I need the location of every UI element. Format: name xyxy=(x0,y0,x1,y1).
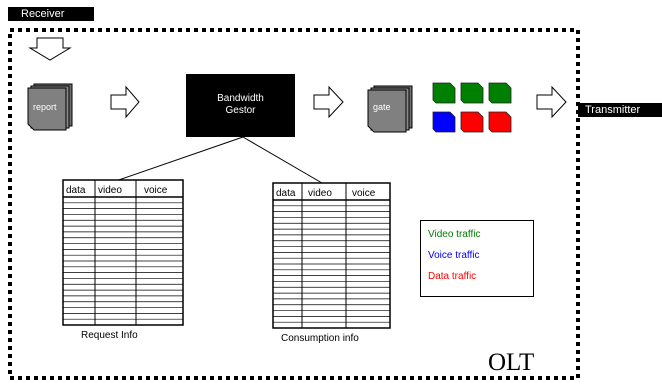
video-packet xyxy=(488,82,512,104)
gestor-title-line2: Gestor xyxy=(225,105,256,116)
column-header: data xyxy=(276,188,296,199)
olt-label: OLT xyxy=(488,349,535,376)
column-header: data xyxy=(66,185,86,196)
column-header: video xyxy=(308,188,332,199)
voice-packet xyxy=(432,111,456,133)
traffic-packets xyxy=(432,82,512,133)
legend-video: Video traffic xyxy=(428,229,481,240)
bandwidth-gestor-box: Bandwidth Gestor xyxy=(186,74,295,137)
video-packet xyxy=(432,82,456,104)
report-label: report xyxy=(33,102,57,112)
data-packet xyxy=(488,111,512,133)
video-packet xyxy=(460,82,484,104)
right-arrow-icon xyxy=(313,85,344,119)
connector-line xyxy=(109,136,244,184)
column-header: voice xyxy=(144,185,168,196)
transmitter-label: Transmitter xyxy=(578,103,662,117)
data-packet xyxy=(460,111,484,133)
gate-icon: gate xyxy=(367,85,413,133)
connector-line xyxy=(242,136,323,184)
report-icon: report xyxy=(27,83,73,131)
gate-label: gate xyxy=(373,102,391,112)
request-info-caption: Request Info xyxy=(81,330,138,341)
receiver-label: Receiver xyxy=(8,7,94,21)
traffic-legend: Video traffic Voice traffic Data traffic xyxy=(420,220,534,297)
column-header: voice xyxy=(352,188,376,199)
right-arrow-icon xyxy=(536,85,567,119)
gestor-title-line1: Bandwidth xyxy=(217,93,264,104)
consumption-info-table: data video voice xyxy=(272,182,391,329)
legend-voice: Voice traffic xyxy=(428,250,480,261)
column-header: video xyxy=(98,185,122,196)
consumption-info-caption: Consumption info xyxy=(281,333,359,344)
right-arrow-icon xyxy=(110,85,140,119)
down-arrow-icon xyxy=(28,37,72,61)
olt-boundary xyxy=(8,28,580,380)
request-info-table: data video voice xyxy=(62,179,184,326)
legend-data: Data traffic xyxy=(428,271,477,282)
